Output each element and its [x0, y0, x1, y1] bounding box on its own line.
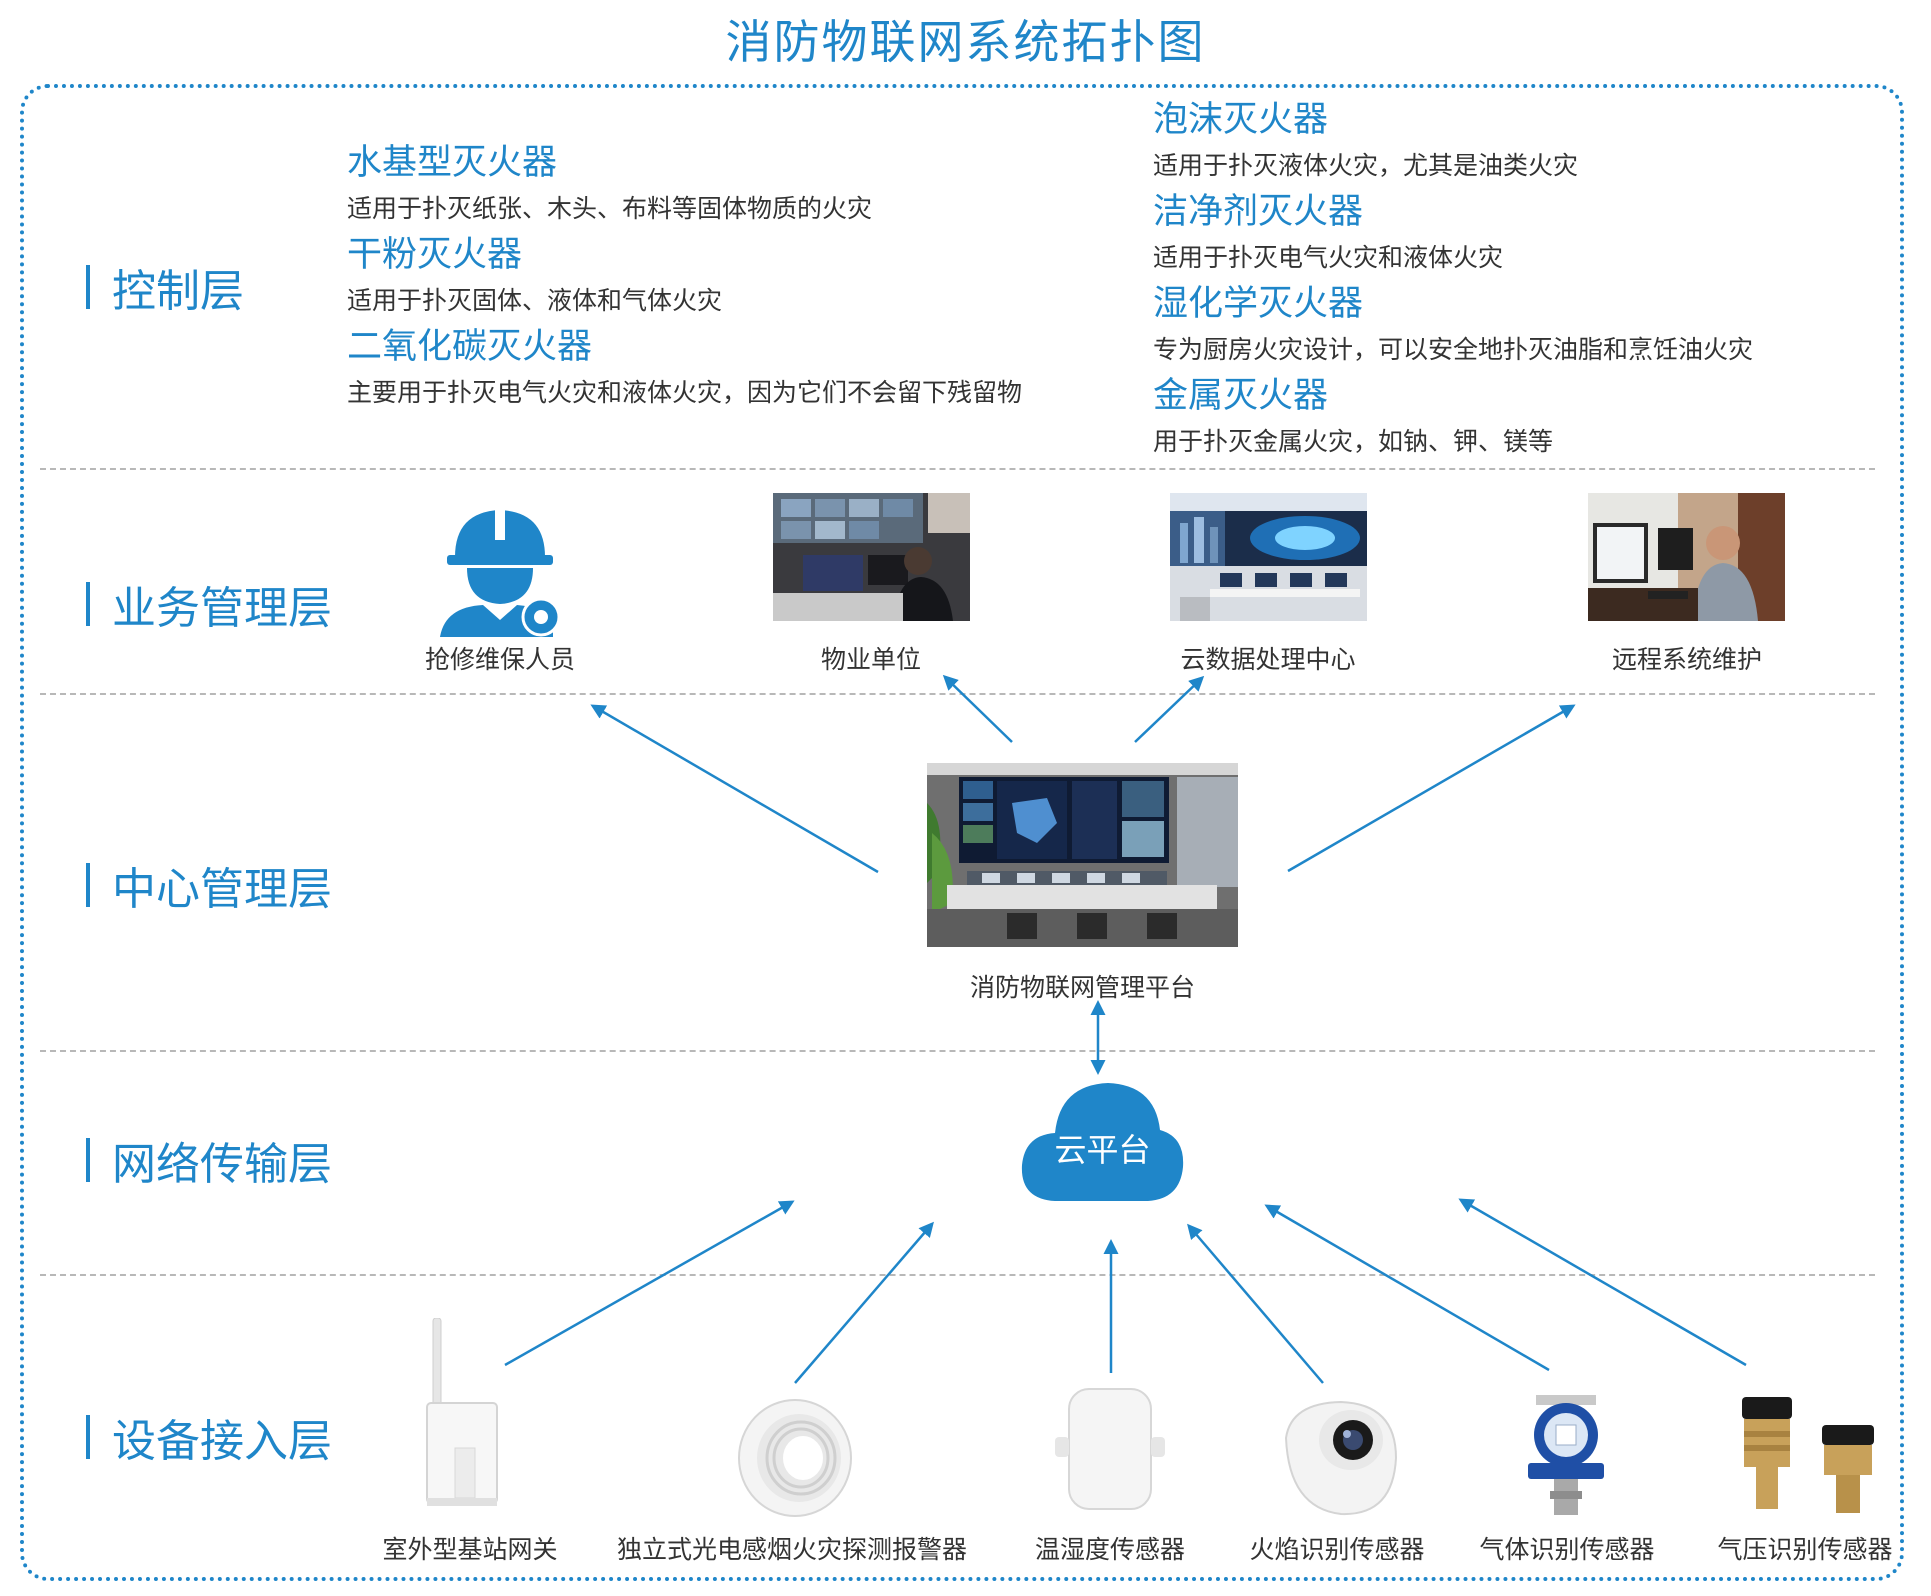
extinguisher-desc: 适用于扑灭液体火灾，尤其是油类火灾	[1153, 151, 1579, 180]
layer-network-text: 网络传输层	[112, 1139, 332, 1190]
property-unit-photo	[773, 493, 970, 621]
separator-network-device	[40, 1274, 1875, 1276]
layer-label-network: 网络传输层	[86, 1128, 332, 1192]
arrow-smoke-to-cloud	[794, 1221, 934, 1384]
platform-label: 消防物联网管理平台	[969, 973, 1195, 1002]
pressure-sensor-icon	[1742, 1397, 1874, 1513]
arrow-gas-to-cloud	[1264, 1204, 1550, 1372]
topology-frame	[20, 84, 1904, 1581]
diagram-title: 消防物联网系统拓扑图	[725, 15, 1206, 69]
arrow-platform-to-cloud-data	[1134, 675, 1205, 743]
layer-label-device: 设备接入层	[86, 1405, 332, 1469]
business-node-label-maintenance: 抢修维保人员	[424, 645, 575, 674]
gas-sensor-icon	[1528, 1395, 1604, 1515]
layer-marker	[86, 863, 90, 907]
extinguisher-name: 湿化学灭火器	[1153, 284, 1364, 324]
layer-label-center: 中心管理层	[86, 853, 332, 917]
extinguisher-desc: 适用于扑灭固体、液体和气体火灾	[347, 286, 723, 315]
worker-helmet-gear-icon	[440, 510, 561, 637]
layer-device-text: 设备接入层	[112, 1416, 332, 1467]
arrow-platform-to-maintenance	[590, 704, 879, 874]
temp-humidity-sensor-icon	[1055, 1388, 1165, 1510]
cloud-data-center-photo	[1170, 493, 1367, 621]
business-node-label-property: 物业单位	[820, 645, 921, 674]
device-label-smoke-detector: 独立式光电感烟火灾探测报警器	[616, 1535, 967, 1564]
device-label-gas: 气体识别传感器	[1479, 1535, 1655, 1564]
device-label-temp-humidity: 温湿度传感器	[1034, 1535, 1185, 1564]
device-label-flame: 火焰识别传感器	[1249, 1535, 1425, 1564]
cloud-icon	[1021, 1083, 1184, 1201]
layer-business-text: 业务管理层	[112, 583, 332, 634]
extinguisher-name: 泡沫灭火器	[1153, 100, 1329, 140]
device-label-gateway: 室外型基站网关	[382, 1535, 558, 1564]
cloud-platform-label: 云平台	[1054, 1131, 1151, 1169]
extinguisher-name: 二氧化碳灭火器	[347, 327, 593, 367]
separator-center-network	[40, 1050, 1875, 1052]
extinguisher-name: 洁净剂灭火器	[1153, 192, 1364, 232]
business-node-label-cloud-data: 云数据处理中心	[1180, 645, 1356, 674]
layer-marker	[86, 1415, 90, 1459]
layer-control-text: 控制层	[112, 266, 244, 317]
arrow-gateway-to-cloud	[504, 1200, 795, 1367]
extinguisher-name: 水基型灭火器	[347, 143, 558, 183]
extinguisher-desc: 用于扑灭金属火灾，如钠、钾、镁等	[1153, 427, 1554, 456]
layer-label-control: 控制层	[86, 255, 244, 319]
layer-label-business: 业务管理层	[86, 572, 332, 636]
layer-marker	[86, 1138, 90, 1182]
extinguisher-desc: 专为厨房火灾设计，可以安全地扑灭油脂和烹饪油火灾	[1153, 335, 1754, 364]
extinguisher-desc: 适用于扑灭纸张、木头、布料等固体物质的火灾	[347, 194, 873, 223]
extinguisher-name: 金属灭火器	[1153, 376, 1329, 416]
arrow-flame-to-cloud	[1187, 1223, 1324, 1384]
business-node-label-remote: 远程系统维护	[1611, 645, 1762, 674]
extinguisher-name: 干粉灭火器	[347, 235, 523, 275]
flame-sensor-icon	[1284, 1400, 1398, 1516]
extinguisher-desc: 适用于扑灭电气火灾和液体火灾	[1153, 243, 1504, 272]
remote-maintenance-photo	[1588, 493, 1785, 621]
separator-control-business	[40, 468, 1875, 470]
separator-business-center	[40, 693, 1875, 695]
layer-marker	[86, 582, 90, 626]
extinguisher-list-right: 泡沫灭火器 适用于扑灭液体火灾，尤其是油类火灾 洁净剂灭火器 适用于扑灭电气火灾…	[1153, 97, 1753, 465]
gateway-device-icon	[426, 1318, 498, 1506]
arrow-platform-to-property	[942, 674, 1013, 743]
smoke-detector-icon	[738, 1399, 852, 1517]
arrow-platform-to-remote	[1287, 704, 1576, 873]
device-label-pressure: 气压识别传感器	[1717, 1535, 1893, 1564]
extinguisher-desc: 主要用于扑灭电气火灾和液体火灾，因为它们不会留下残留物	[347, 378, 1023, 407]
arrow-pressure-to-cloud	[1458, 1198, 1747, 1367]
layer-center-text: 中心管理层	[112, 864, 332, 915]
extinguisher-list-left: 水基型灭火器 适用于扑灭纸张、木头、布料等固体物质的火灾 干粉灭火器 适用于扑灭…	[347, 140, 1022, 416]
management-platform-photo	[927, 763, 1238, 947]
layer-marker	[86, 265, 90, 309]
